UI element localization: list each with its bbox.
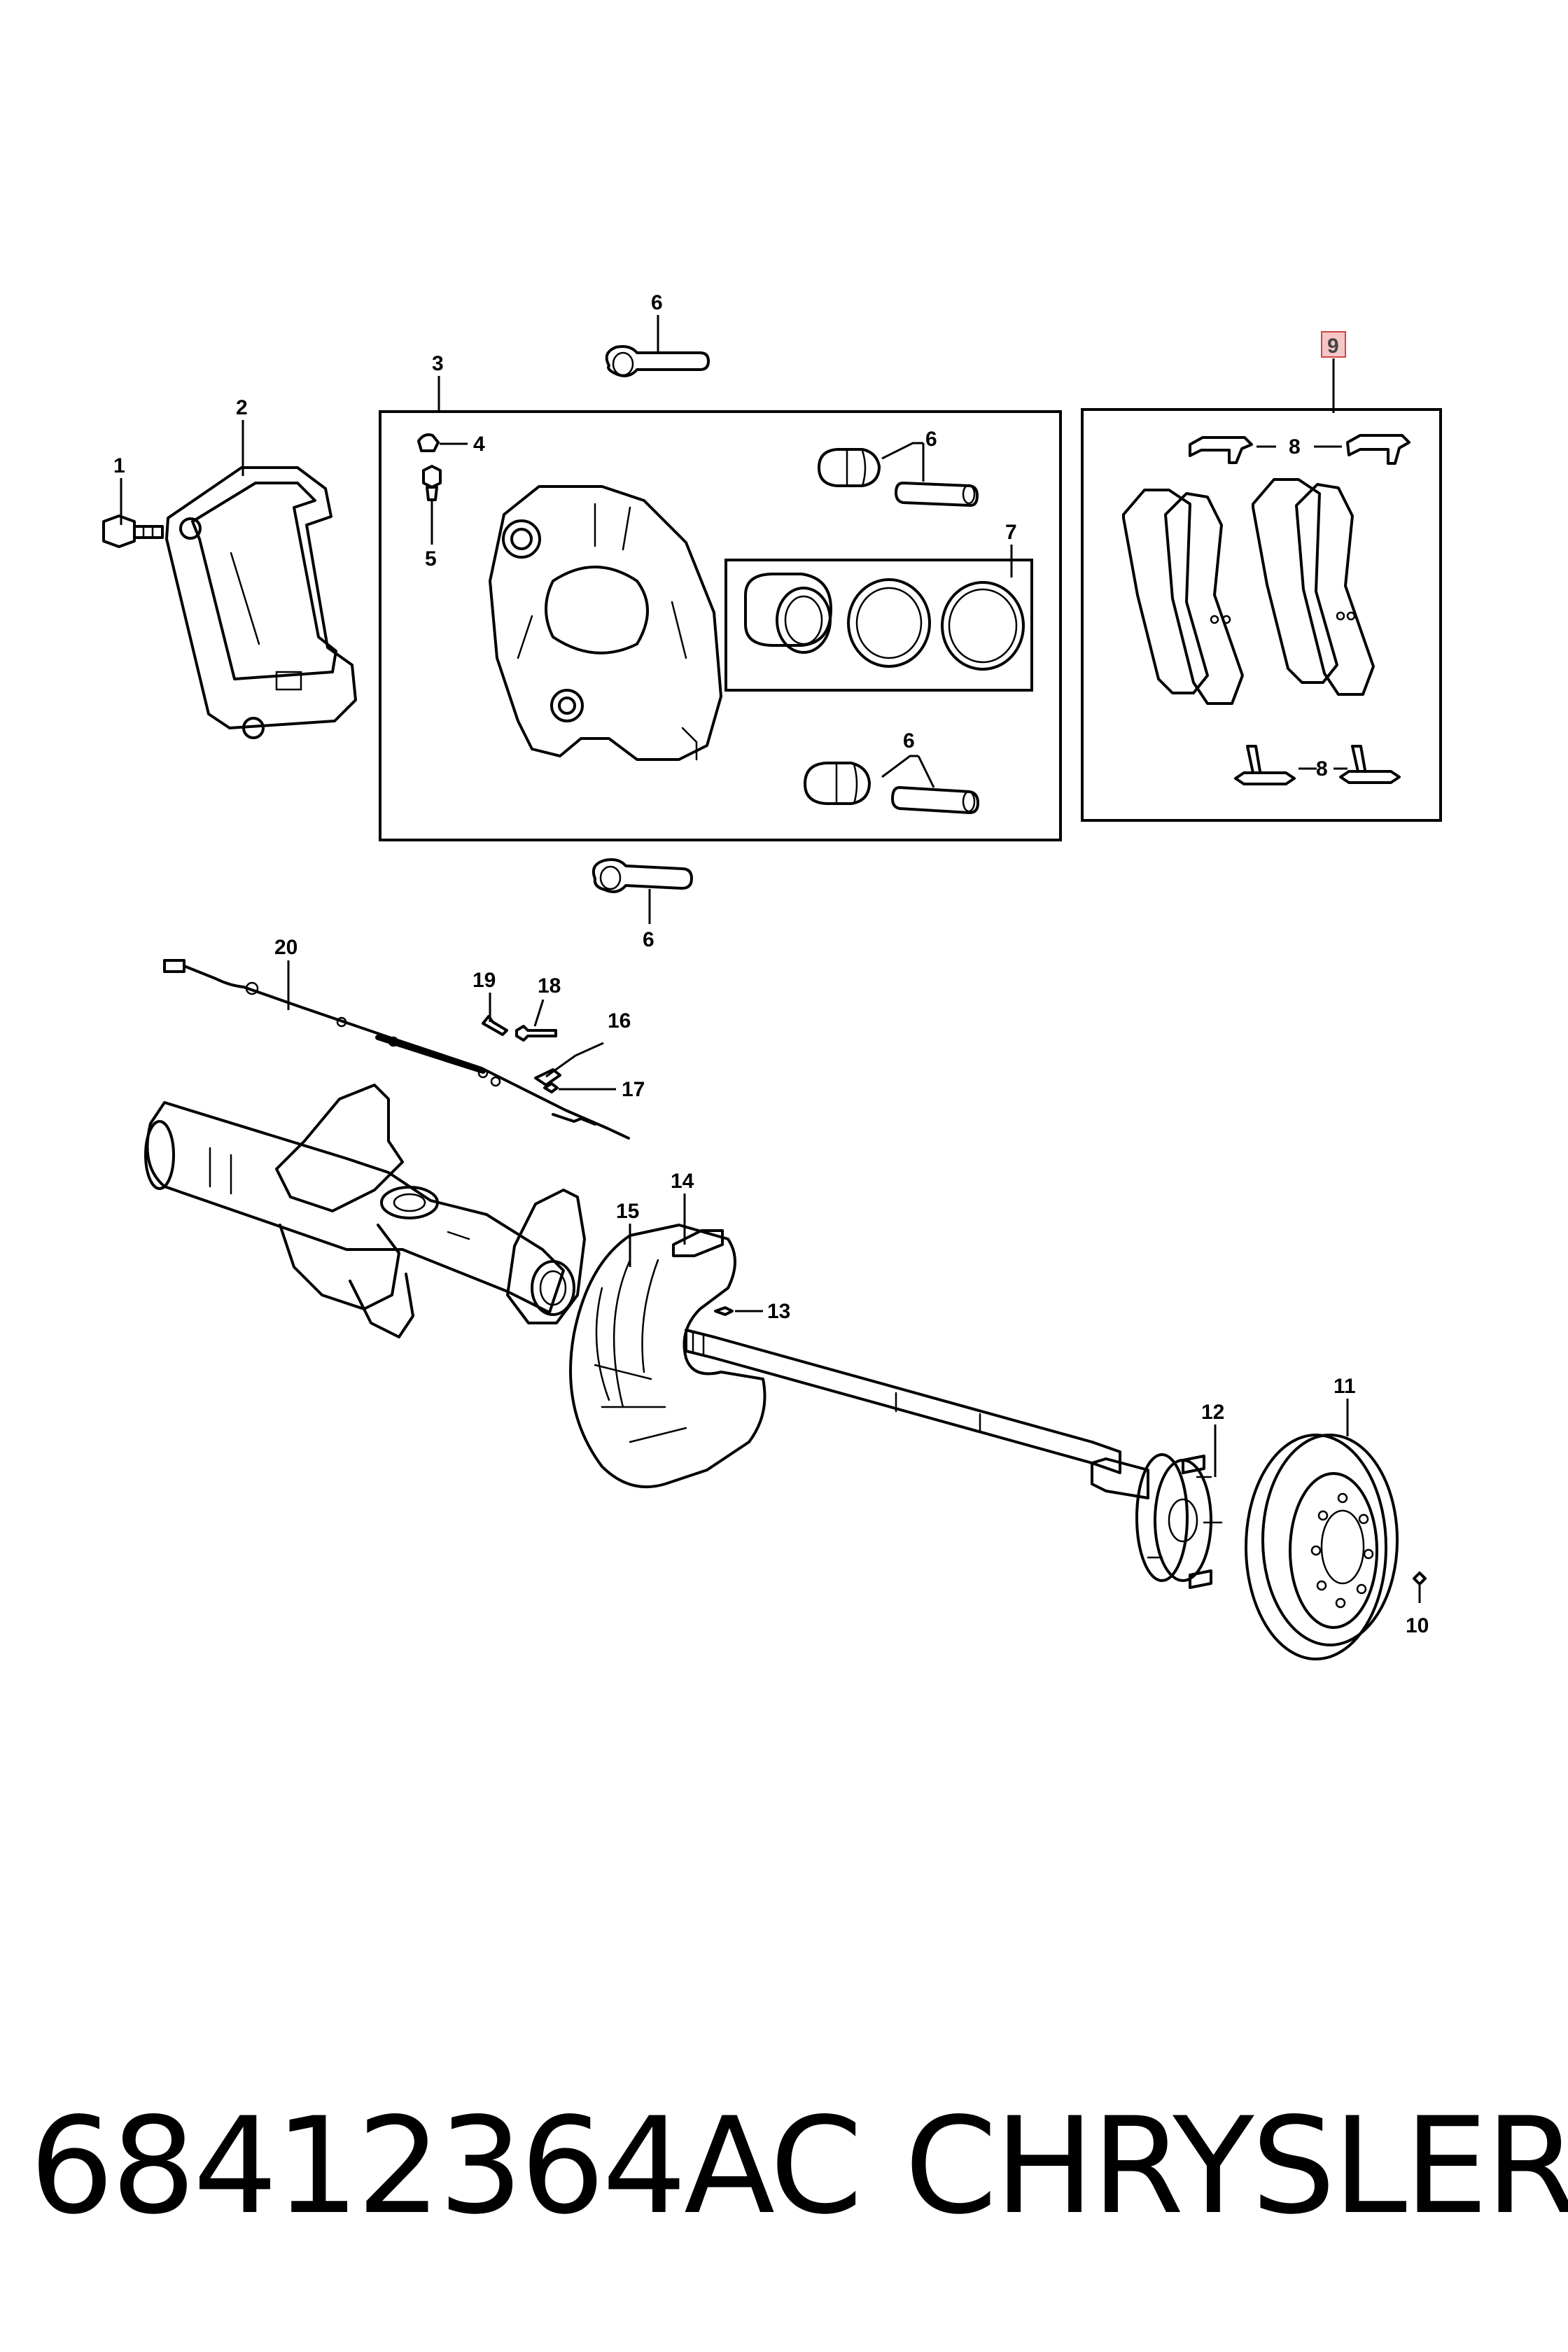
part-17-screw[interactable] [543,1082,559,1093]
callout-20: 20 [274,936,298,959]
callout-2: 2 [236,396,248,419]
brand-label: CHRYSLER [904,2089,1568,2244]
callout-6-top: 6 [651,291,663,314]
part-14-shield[interactable] [672,1229,724,1257]
callout-8-upper: 8 [1289,435,1301,458]
part-10-screw[interactable] [1413,1572,1427,1586]
callout-6-bottom: 6 [643,928,654,951]
part-8-clip-upper-right[interactable] [1346,434,1410,465]
callout-9-highlight [1321,331,1346,358]
callout-4: 4 [473,433,485,456]
brake-assembly-diagram: 1 2 3 4 5 6 [102,291,1442,1660]
callout-15: 15 [616,1200,639,1223]
part-11-rotor[interactable] [1245,1434,1399,1660]
callout-17: 17 [622,1078,645,1101]
callout-18: 18 [538,974,561,997]
callout-11: 11 [1334,1375,1356,1398]
callout-6-upper: 6 [925,428,937,451]
part-15-dust-shield[interactable] [569,1224,766,1489]
part-19-clip[interactable] [482,1015,508,1036]
part-7-piston-seals[interactable] [744,573,1025,671]
part-12-hub-bearing[interactable] [1135,1453,1223,1589]
part-6-guide-pin-bottom[interactable] [592,858,693,893]
callout-12: 12 [1201,1401,1224,1424]
part-18-bolt[interactable] [515,1025,557,1042]
part-6-pin-lower[interactable] [891,786,979,814]
part-5-bleeder-screw[interactable] [422,465,442,501]
axle-shaft [685,1329,1149,1499]
part-6-boot-lower[interactable] [804,762,871,805]
part-8-clip-upper-left[interactable] [1189,436,1253,464]
part-8-clip-lower-left[interactable] [1234,745,1296,785]
part-6-boot-upper[interactable] [818,448,881,487]
callout-10: 10 [1406,1614,1429,1637]
part-4-bleeder-cap[interactable] [417,433,440,452]
callout-3: 3 [432,352,444,375]
callout-13: 13 [767,1300,790,1323]
rear-axle-housing [144,1084,586,1338]
part-13-bolt[interactable] [714,1306,734,1316]
part-6-pin-upper[interactable] [895,482,979,507]
callout-5: 5 [425,547,437,570]
callout-19: 19 [472,969,496,992]
callout-8-lower: 8 [1316,757,1328,780]
part-8-clip-lower-right[interactable] [1339,745,1401,784]
callout-9: 9 [1327,335,1339,358]
part-7-seal-kit-frame [724,559,1033,692]
callout-7: 7 [1005,521,1017,544]
part-9-pad-set[interactable] [1122,478,1375,705]
footer-caption: 68412364AC CHRYSLER [0,2082,1568,2250]
part-2-caliper-adapter[interactable] [165,466,357,739]
part-number-label: 68412364AC [29,2089,862,2244]
callout-14: 14 [671,1170,694,1193]
part-1-bolt[interactable] [102,514,164,548]
callout-1: 1 [113,454,125,477]
callout-16: 16 [608,1009,631,1032]
part-16-bracket[interactable] [534,1068,561,1086]
pad-kit-group-frame [1081,408,1442,822]
callout-6-lower: 6 [903,729,915,752]
caliper-group-frame [379,410,1062,841]
part-20-sensor-cable[interactable] [163,959,630,1140]
part-6-guide-pin-top[interactable] [605,345,710,377]
part-3-caliper[interactable] [489,485,722,761]
